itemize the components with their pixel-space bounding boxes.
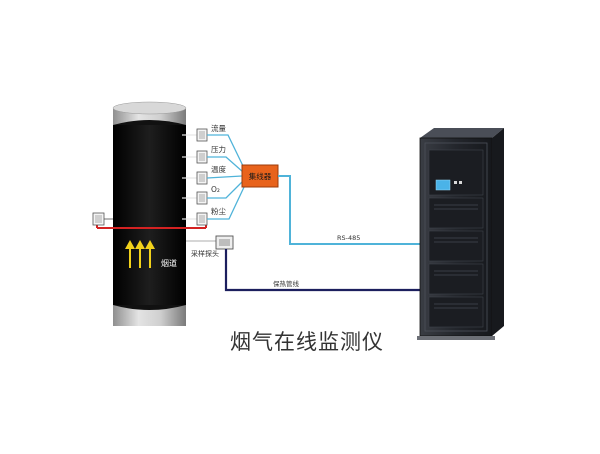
- sensor-label: O₂: [211, 185, 220, 194]
- flow-arrows: [125, 240, 155, 268]
- heated-line-label: 保热管线: [273, 279, 300, 288]
- sensor-temperature[interactable]: 温度: [196, 164, 226, 185]
- probe-label: 采样探头: [191, 249, 219, 258]
- sensor-pressure[interactable]: 压力: [196, 144, 226, 164]
- cabinet-display: [435, 179, 451, 191]
- cabinet-button[interactable]: [454, 181, 457, 184]
- flow-arrow: [145, 240, 155, 268]
- rs485-label: RS-485: [337, 234, 360, 242]
- sensor-list: 流量 压力 温度 O₂ 粉尘: [196, 123, 226, 226]
- sensor-label: 粉尘: [211, 206, 226, 216]
- sensor-label: 温度: [211, 164, 226, 174]
- flow-arrow: [125, 240, 135, 268]
- sensor-oxygen[interactable]: O₂: [196, 185, 220, 205]
- analyzer-cabinet[interactable]: [417, 128, 504, 340]
- signal-collector[interactable]: 集线器: [241, 164, 279, 188]
- diagram-title: 烟气在线监测仪: [230, 330, 384, 354]
- flue-stack: [112, 101, 187, 326]
- collector-label: 集线器: [249, 171, 272, 181]
- sensor-dust[interactable]: 粉尘: [196, 206, 226, 226]
- sensor-flow[interactable]: 流量: [196, 123, 226, 142]
- cabinet-button[interactable]: [459, 181, 462, 184]
- vent-slots: [434, 204, 478, 309]
- stack-label: 烟道: [161, 258, 177, 268]
- rs485-line: RS-485: [278, 175, 432, 245]
- sensor-label: 流量: [211, 123, 226, 133]
- left-side-sensor[interactable]: [92, 212, 113, 226]
- sensor-signal-lines: [206, 134, 246, 220]
- cabinet-panels: [428, 149, 484, 328]
- sensor-connectors: [182, 134, 198, 220]
- sensor-label: 压力: [211, 144, 226, 154]
- heated-sample-line: 保热管线: [224, 249, 432, 292]
- flow-arrow: [135, 240, 145, 268]
- sampling-probe[interactable]: 采样探头: [186, 235, 234, 258]
